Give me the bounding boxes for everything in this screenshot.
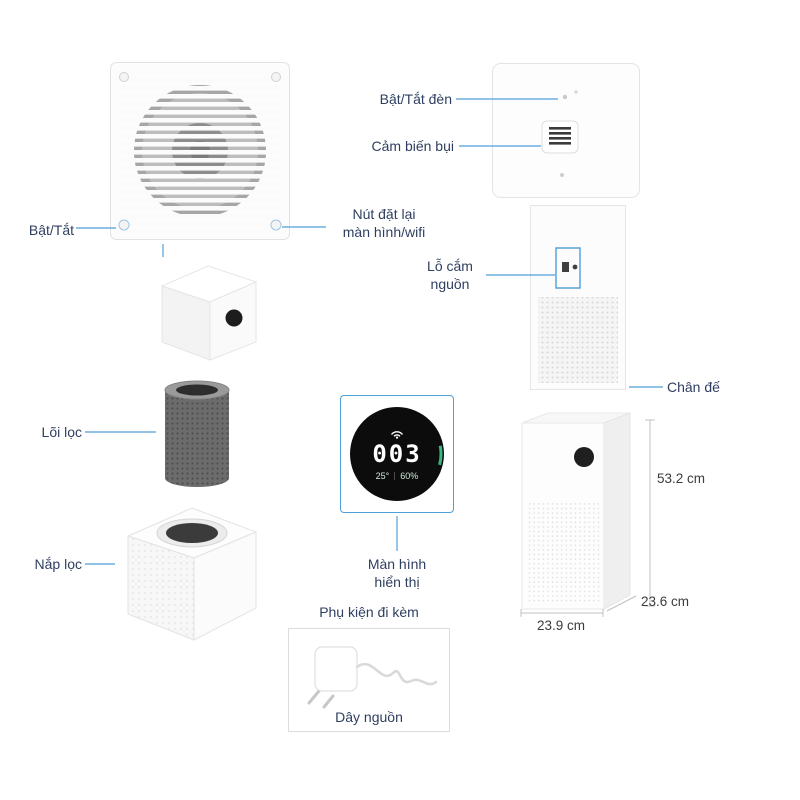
light-label: Bật/Tắt đèn (379, 91, 452, 107)
power-adapter-image (307, 646, 438, 709)
power-inlet-pin (572, 264, 578, 270)
display-label: Màn hình hiển thị (367, 556, 427, 590)
filter-core-image (164, 380, 230, 487)
light-button (562, 94, 568, 100)
product-side-face (603, 412, 631, 610)
power-button (118, 219, 130, 231)
dust-sensor-grille (549, 127, 571, 145)
panel-dot (560, 173, 564, 177)
filter-cover-image (126, 507, 258, 641)
purifier-cube-view (160, 265, 258, 361)
accessories-title: Phụ kiện đi kèm (319, 604, 419, 620)
front-display-circle (574, 447, 594, 467)
aqi-arc-icon (351, 408, 443, 500)
reset-button (270, 219, 282, 231)
power-cord-label: Dây nguồn (335, 709, 403, 725)
front-mesh (526, 501, 600, 603)
accessories-box: Dây nguồn (288, 628, 450, 732)
filter-mesh-body (165, 390, 229, 487)
width-dimension: 23.9 cm (536, 618, 586, 633)
base-label: Chân đế (667, 379, 720, 395)
display-screen: 003 25° 60% (350, 407, 444, 501)
top-grille-view (110, 62, 290, 240)
screw-top-left (119, 72, 129, 82)
reset-label: Nút đặt lại màn hình/wifi (342, 206, 426, 240)
filter-core-label: Lõi lọc (41, 424, 82, 440)
screw-top-right (271, 72, 281, 82)
cover-front-face (193, 531, 257, 641)
power-inlet (562, 262, 569, 272)
filter-cover-label: Nắp lọc (34, 556, 82, 572)
top-panel-view (492, 63, 640, 198)
display-temperature: 25° (375, 470, 390, 481)
display-readings: 25° 60% (376, 471, 419, 481)
display-panel: 003 25° 60% (340, 395, 454, 513)
base-mesh (538, 297, 618, 383)
power-cord-curve (355, 663, 438, 686)
wifi-icon (390, 430, 404, 439)
grille-slats (115, 67, 285, 235)
power-label: Bật/Tắt (28, 222, 74, 238)
cover-opening (166, 523, 218, 543)
adapter-body (314, 646, 358, 692)
plug-prong-right (322, 694, 335, 709)
back-panel-view (530, 205, 626, 390)
display-divider (394, 471, 396, 480)
depth-dimension: 23.6 cm (641, 594, 690, 609)
height-dimension: 53.2 cm (657, 471, 706, 486)
power-socket-label: Lỗ cắm nguồn (427, 258, 473, 292)
display-humidity: 60% (400, 470, 419, 481)
pm-value: 003 (372, 439, 422, 468)
dust-sensor-label: Cảm biến bụi (371, 138, 455, 154)
plug-prong-left (307, 689, 321, 705)
product-full-view (521, 412, 631, 610)
sensor-hole (225, 309, 243, 327)
indicator-dot (574, 90, 578, 94)
filter-core-hole (176, 384, 218, 396)
